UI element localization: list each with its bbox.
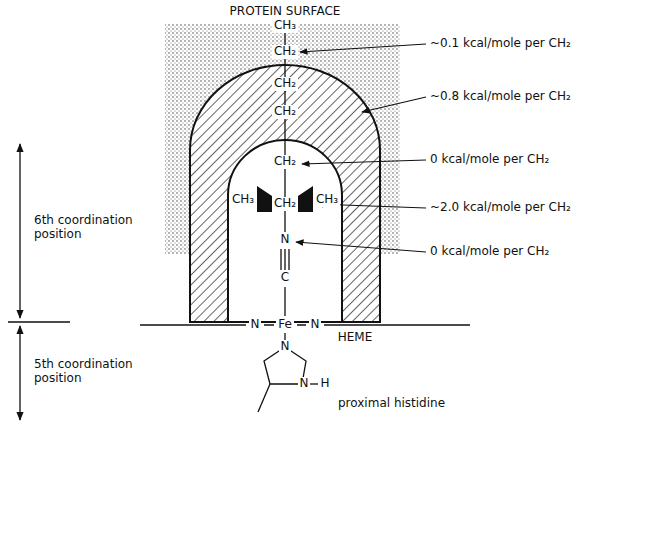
chem-group: CH₂ <box>272 105 298 119</box>
histidine-chain <box>258 384 270 412</box>
leader-line <box>300 44 426 52</box>
coordination-label: 6th coordination position <box>34 214 154 242</box>
dimension-arrow <box>19 326 20 420</box>
fe-n-bond <box>284 333 285 340</box>
chem-group: CH₃ <box>230 193 256 207</box>
histidine-label: proximal histidine <box>338 397 445 411</box>
energy-label: 0 kcal/mole per CH₂ <box>430 245 549 259</box>
coordination-label: 5th coordination position <box>34 358 154 386</box>
dimension-arrow <box>19 144 20 318</box>
chem-group: CH₂ <box>272 45 298 59</box>
energy-label: ~2.0 kcal/mole per CH₂ <box>430 201 571 215</box>
energy-label: ~0.1 kcal/mole per CH₂ <box>430 37 571 51</box>
surface-label: PROTEIN SURFACE <box>230 5 341 19</box>
leader-line <box>302 160 426 164</box>
chem-group: CH₂ <box>272 77 298 91</box>
atom-label: N <box>279 233 292 247</box>
atom-label: N <box>279 340 292 354</box>
leader-line <box>362 97 426 112</box>
contact-wedge <box>298 186 313 212</box>
leader-line <box>296 242 426 252</box>
heme-label: HEME <box>338 331 373 345</box>
energy-label: ~0.8 kcal/mole per CH₂ <box>430 90 571 104</box>
atom-label: H <box>318 377 331 391</box>
atom-label: C <box>279 271 291 285</box>
contact-wedge <box>257 186 272 212</box>
atom-label: N <box>249 318 262 332</box>
chem-group: CH₂ <box>272 155 298 169</box>
energy-label: 0 kcal/mole per CH₂ <box>430 153 549 167</box>
triple-bond <box>281 249 289 270</box>
chem-group: CH₂ <box>272 197 298 211</box>
heme-line <box>140 324 470 326</box>
chem-group: CH₃ <box>272 19 298 33</box>
atom-label: N <box>309 318 322 332</box>
dimension-tick <box>8 321 70 322</box>
c-fe-bond <box>284 287 285 316</box>
chem-group: CH₃ <box>314 193 340 207</box>
atom-label: Fe <box>276 318 294 332</box>
atom-label: N <box>298 377 311 391</box>
